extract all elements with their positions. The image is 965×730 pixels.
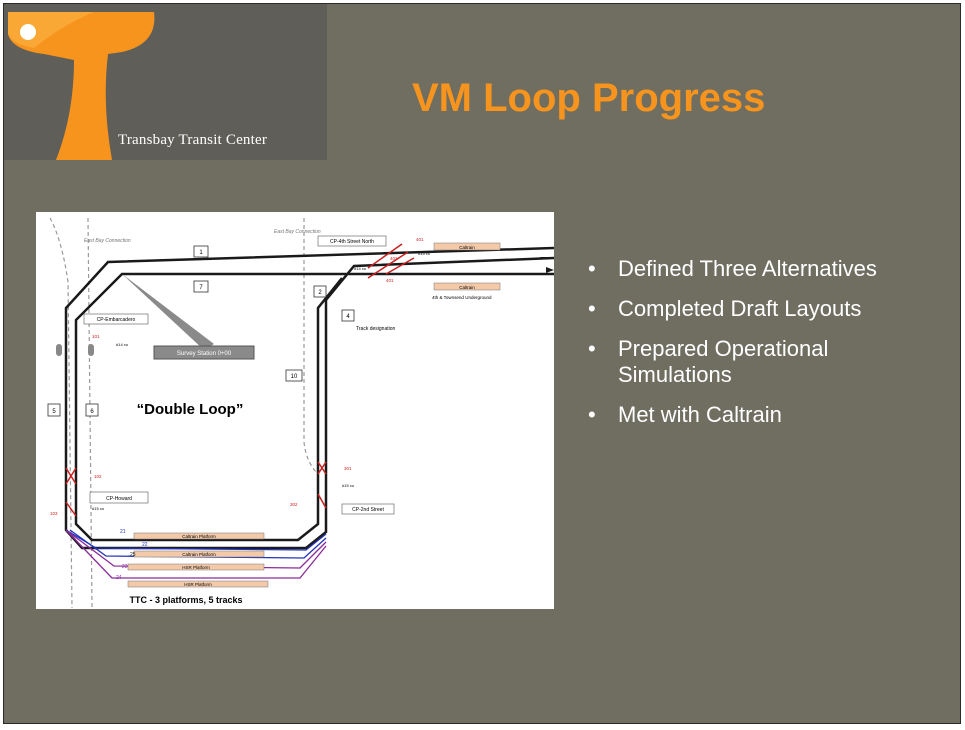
bullet-text: Completed Draft Layouts (618, 296, 862, 321)
track-number-10: 10 (291, 374, 298, 380)
platform-track-25: 25 (130, 552, 136, 558)
turnout-label-3: #14 xo (116, 342, 129, 347)
double-loop-label: “Double Loop” (137, 401, 244, 418)
bullet-dot-icon: • (588, 402, 596, 427)
bullet-dot-icon: • (588, 336, 596, 361)
cp-embarcadero-box (83, 313, 149, 325)
switch-label-401a: 401 (416, 237, 424, 242)
track-number-6: 6 (90, 409, 94, 415)
bullet-list: • Defined Three Alternatives • Completed D… (582, 256, 942, 442)
track-diagram: Survey Station 0+00 Caltrain Platform Ca… (36, 212, 554, 609)
survey-station-label: Survey Station 0+00 (177, 351, 232, 357)
turnout-label-4: #15 xo (342, 483, 355, 488)
cp-2nd-street-label: CP-2nd Street (352, 507, 384, 513)
bullet-text: Met with Caltrain (618, 402, 782, 427)
track-box-6 (85, 403, 99, 417)
platform-label-3: HSR Platform (182, 565, 210, 570)
switch-label-301: 301 (344, 466, 352, 471)
switch-label-102: 102 (94, 474, 102, 479)
east-bay-connection-right-label: East Bay Connection (274, 229, 321, 235)
track-box-1 (193, 245, 209, 258)
transbay-t-logo-icon (8, 12, 155, 160)
caltrain-box-2 (433, 282, 501, 291)
track-designation-label: Track designation (356, 326, 395, 332)
platform-2 (133, 550, 265, 558)
platform-4 (127, 580, 269, 588)
platform-track-24: 24 (116, 575, 122, 581)
caltrain-label-1: Caltrain (459, 245, 475, 250)
track-number-1: 1 (199, 250, 203, 256)
bullet-text: Defined Three Alternatives (618, 256, 877, 281)
platform-label-4: HSR Platform (184, 582, 212, 587)
platform-label-1: Caltrain Platform (182, 534, 216, 539)
logo-name: Transbay Transit Center (118, 132, 268, 148)
platform-track-22: 22 (142, 542, 148, 548)
purple-track-2 (65, 529, 327, 579)
bullet-dot-icon: • (588, 256, 596, 281)
track-box-10 (285, 369, 303, 382)
east-bay-connection-right-dash (303, 218, 319, 475)
turnout-label-5: #15 xo (92, 506, 105, 511)
platform-track-21: 21 (120, 529, 126, 535)
bullet-item: • Prepared Operational Simulations (582, 336, 942, 388)
diagram-caption: TTC - 3 platforms, 5 tracks (129, 595, 242, 605)
bullet-item: • Completed Draft Layouts (582, 296, 942, 322)
survey-wedge (122, 274, 214, 350)
turnout-label-2: #14 xo (354, 266, 367, 271)
logo-panel: Transbay Transit Center (4, 4, 327, 160)
cp-2nd-street-box (341, 503, 395, 515)
track-box-5 (47, 403, 61, 417)
signal-left-2 (88, 344, 94, 356)
platform-track-23: 23 (122, 564, 128, 570)
bullet-item: • Defined Three Alternatives (582, 256, 942, 282)
cp-embarcadero-label: CP-Embarcadero (97, 317, 136, 323)
inner-loop-track (74, 272, 554, 542)
track-diagram-svg: Survey Station 0+00 Caltrain Platform Ca… (47, 217, 554, 609)
cp-4th-street-north-label: CP-4th Street North (330, 239, 374, 245)
switch-label-103: 103 (50, 511, 58, 516)
caltrain-label-2: Caltrain (459, 285, 475, 290)
caltrain-box-1 (433, 242, 501, 251)
track-box-7 (193, 280, 209, 293)
slide-title: VM Loop Progress (412, 76, 766, 120)
track-box-4 (341, 309, 355, 322)
track-number-7: 7 (199, 285, 203, 291)
survey-station-box (153, 345, 255, 360)
east-bay-connection-left-dash (49, 217, 73, 609)
fourth-townsend-label: 4th & Townsend Underground (432, 295, 492, 300)
slide: Transbay Transit Center VM Loop Progress… (3, 3, 961, 724)
signal-left-1 (56, 344, 62, 356)
bullet-item: • Met with Caltrain (582, 402, 942, 428)
outer-loop-track (64, 246, 554, 550)
red-crossovers-west (65, 467, 77, 517)
cp-howard-label: CP-Howard (106, 496, 132, 502)
blue-track-1 (65, 529, 327, 551)
platform-1 (133, 532, 265, 540)
platform-3 (127, 563, 265, 571)
switch-label-302: 302 (290, 502, 298, 507)
switch-label-401b: 401 (386, 278, 394, 283)
track-number-2: 2 (318, 290, 322, 296)
red-crossovers-north (367, 243, 415, 279)
bullet-dot-icon: • (588, 296, 596, 321)
track-number-4: 4 (346, 314, 350, 320)
bullet-text: Prepared Operational Simulations (618, 336, 829, 387)
track-box-2 (313, 285, 327, 298)
track-arrows (540, 257, 554, 275)
turnout-label-1: #15 xo (418, 251, 431, 256)
cp-howard-box (89, 491, 149, 504)
switch-label-402: 402 (390, 256, 398, 261)
cp-4th-street-north-box (317, 235, 387, 247)
east-bay-connection-left-label: East Bay Connection (84, 238, 131, 244)
red-crossovers-east (317, 461, 327, 509)
track-number-5: 5 (52, 409, 56, 415)
switch-label-101: 101 (92, 334, 100, 339)
platform-label-2: Caltrain Platform (182, 552, 216, 557)
arrow-east (546, 267, 554, 273)
